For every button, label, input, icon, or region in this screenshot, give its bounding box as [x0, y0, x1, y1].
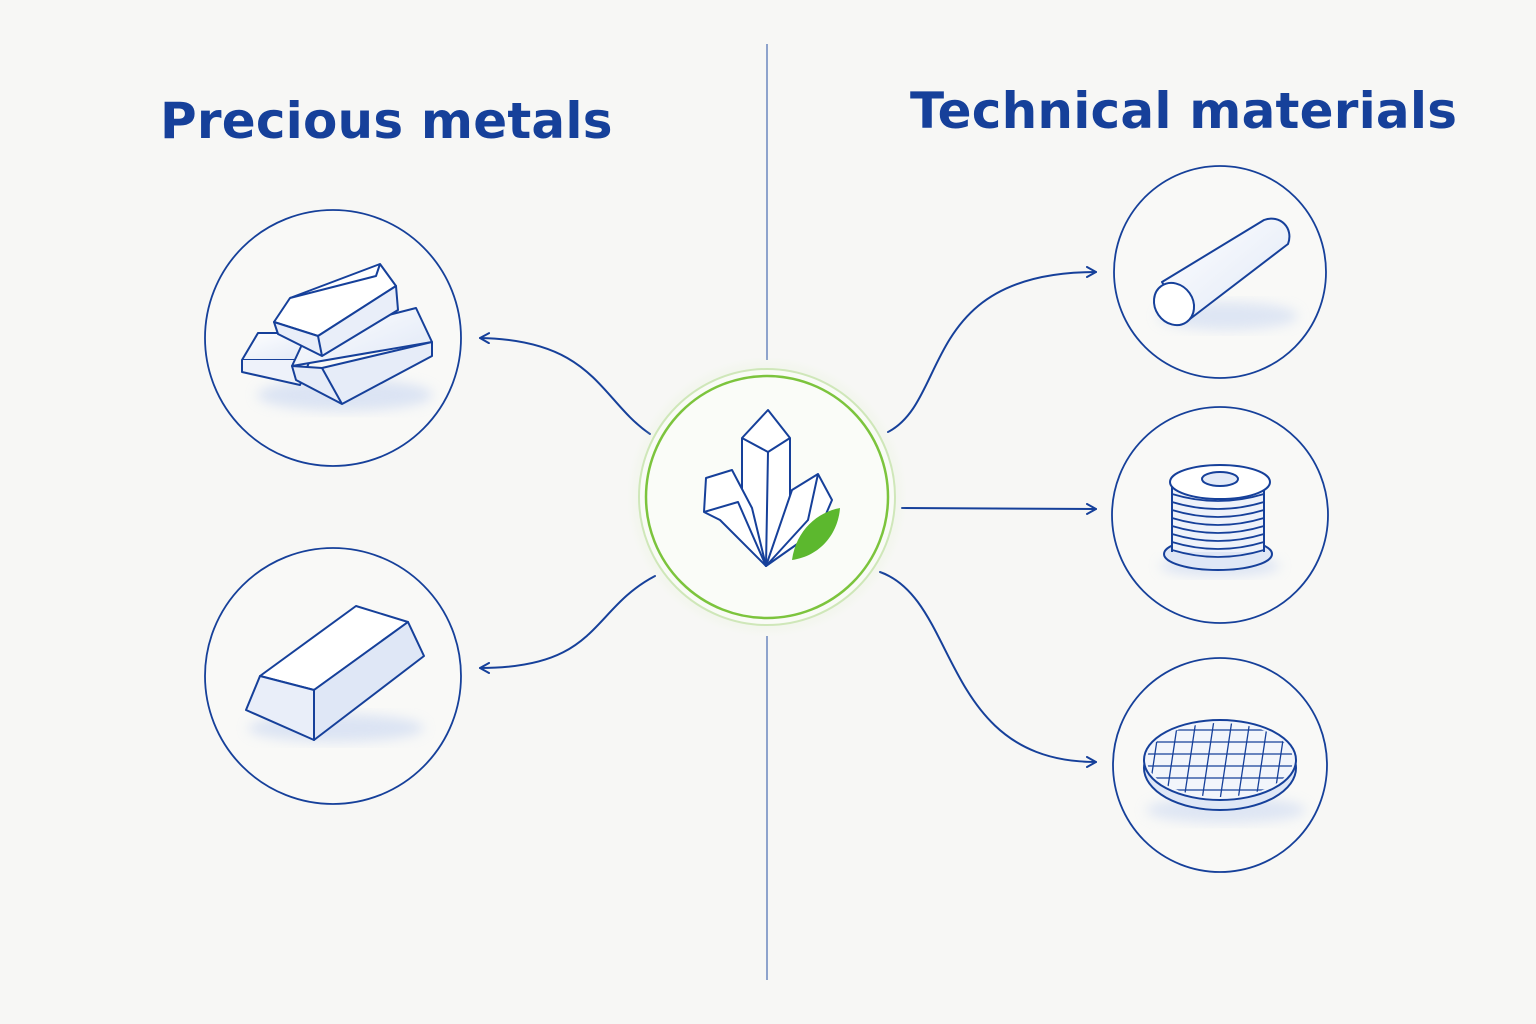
- technical-materials-heading: Technical materials: [910, 82, 1458, 140]
- wire-spool-icon: [1163, 464, 1273, 571]
- source-node: [627, 357, 907, 637]
- stacked-ingots-icon: [241, 263, 433, 405]
- connector-to-metal-rod: [887, 266, 1097, 433]
- crystal-cluster-leaf-icon: [703, 409, 833, 567]
- grid-disc-wafer-icon: [1143, 719, 1297, 811]
- single-ingot-icon: [245, 605, 425, 741]
- connector-to-wire-spool: [901, 502, 1097, 515]
- single-ingot-node: [204, 547, 462, 805]
- connector-to-stacked-ingots: [479, 332, 651, 435]
- connector-to-wafer: [879, 571, 1097, 768]
- metal-rod-node: [1113, 165, 1327, 379]
- leaf-icon: [792, 508, 840, 560]
- stacked-ingots-node: [204, 209, 462, 467]
- precious-metals-heading: Precious metals: [160, 92, 613, 150]
- wire-spool-node: [1111, 406, 1329, 624]
- connector-to-single-ingot: [479, 575, 656, 674]
- wafer-node: [1112, 657, 1328, 873]
- metal-rod-icon: [1152, 217, 1291, 327]
